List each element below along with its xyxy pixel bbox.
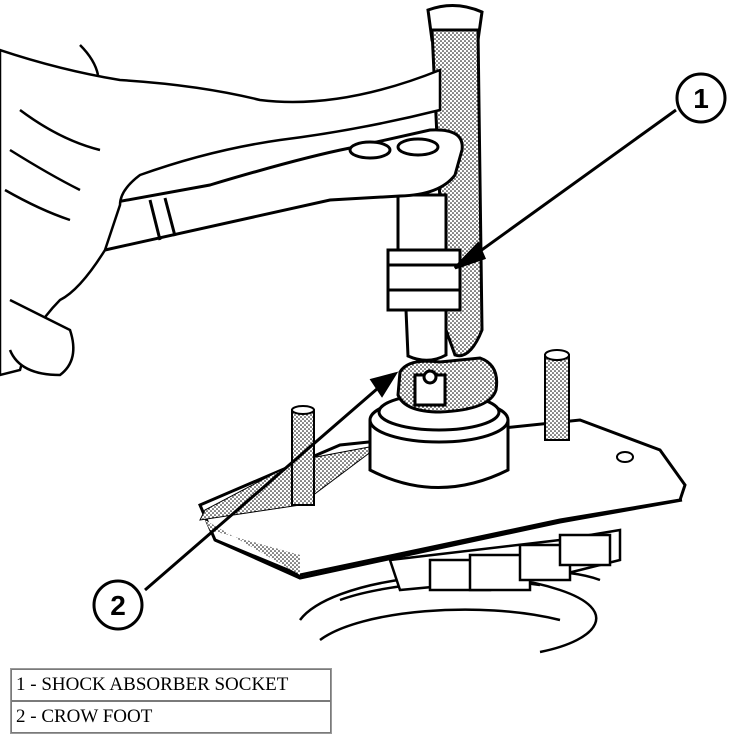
leader-line-1 — [453, 108, 677, 270]
crow-foot — [396, 356, 499, 414]
socket-adapter — [386, 193, 462, 362]
lower-mount — [388, 528, 622, 592]
mounting-stud-right — [544, 349, 570, 441]
hand — [0, 44, 442, 377]
legend-row: 1 - SHOCK ABSORBER SOCKET — [11, 669, 331, 701]
callout-1: 1 — [675, 72, 727, 124]
legend-table: 1 - SHOCK ABSORBER SOCKET 2 - CROW FOOT — [10, 668, 332, 734]
shock-tool-illustration: 1 2 — [0, 4, 727, 654]
legend-row: 2 - CROW FOOT — [11, 701, 331, 733]
mounting-stud-left — [291, 405, 315, 506]
leader-line-2 — [144, 371, 399, 592]
ratchet-wrench — [98, 128, 464, 252]
callout-1-number: 1 — [693, 83, 709, 114]
callout-2-number: 2 — [110, 590, 126, 621]
legend-item-1: 1 - SHOCK ABSORBER SOCKET — [11, 669, 331, 701]
legend-item-2: 2 - CROW FOOT — [11, 701, 331, 733]
callout-2: 2 — [92, 579, 144, 631]
